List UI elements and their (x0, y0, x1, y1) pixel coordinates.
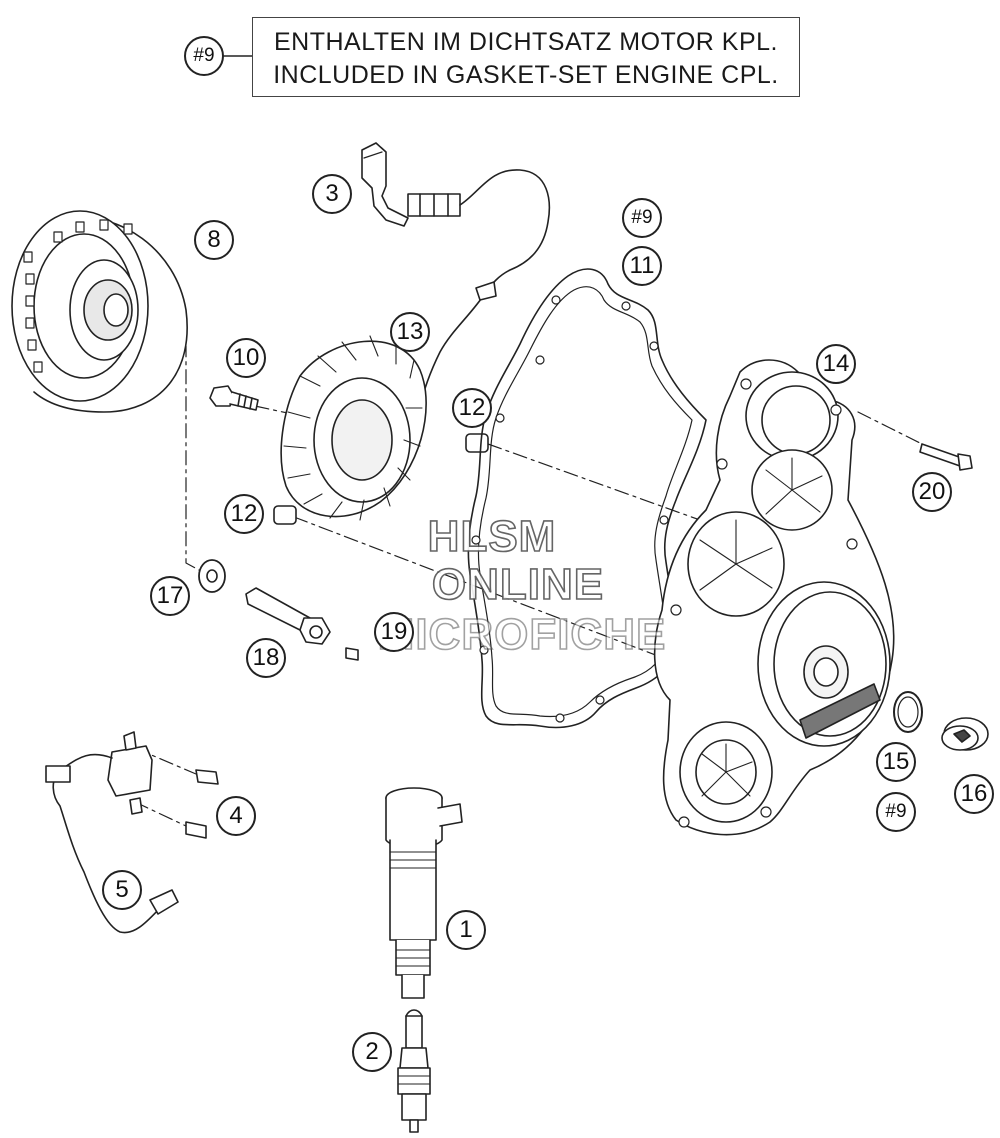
callout-1: 1 (446, 910, 486, 950)
watermark-line-3: MICROFICHE (377, 609, 667, 660)
axis-line-12-upper (487, 443, 701, 521)
callout-note-ref: #9 (184, 36, 224, 76)
cover-gasket (467, 268, 707, 729)
callout-13: 13 (390, 312, 430, 352)
stator-wire (409, 169, 551, 449)
callout-11: 11 (622, 246, 662, 286)
watermark-line-2: ONLINE (431, 559, 605, 610)
axis-line-bolt-4b (134, 801, 187, 827)
callout-9-gasket: #9 (622, 198, 662, 238)
washer (198, 559, 226, 593)
pickup-sensor (45, 731, 179, 934)
dowel-lower (273, 505, 297, 525)
callout-10: 10 (226, 338, 266, 378)
sensor-screws (185, 769, 219, 839)
callout-14: 14 (816, 344, 856, 384)
callout-12-lower: 12 (224, 494, 264, 534)
bolt-20 (919, 443, 973, 471)
callout-2: 2 (352, 1032, 392, 1072)
callout-8: 8 (194, 220, 234, 260)
callout-5: 5 (102, 870, 142, 910)
ignition-cover (653, 359, 895, 836)
stator-coil (280, 335, 427, 521)
note-line-english: INCLUDED IN GASKET-SET ENGINE CPL. (273, 61, 779, 89)
callout-9-oring: #9 (876, 792, 916, 832)
callout-15: 15 (876, 742, 916, 782)
bracket-part (361, 142, 409, 227)
o-ring (893, 691, 923, 733)
flywheel-bolt (245, 587, 331, 645)
callout-3: 3 (312, 174, 352, 214)
callout-16: 16 (954, 774, 994, 814)
ignition-coil (385, 787, 463, 999)
axis-line-12-lower (293, 516, 701, 673)
callout-17: 17 (150, 576, 190, 616)
dowel-upper (465, 433, 489, 453)
callout-20: 20 (912, 472, 952, 512)
callout-12-upper: 12 (452, 388, 492, 428)
callout-19: 19 (374, 612, 414, 652)
watermark-line-1: HLSM (427, 511, 557, 562)
axis-line-bolt-20 (857, 411, 931, 449)
grub-screw (345, 647, 359, 661)
flywheel-rotor (11, 210, 188, 413)
callout-18: 18 (246, 638, 286, 678)
spark-plug (397, 1009, 431, 1133)
callout-4: 4 (216, 796, 256, 836)
note-box: ENTHALTEN IM DICHTSATZ MOTOR KPL. INCLUD… (252, 17, 800, 97)
cover-plug (941, 717, 989, 751)
note-line-german: ENTHALTEN IM DICHTSATZ MOTOR KPL. (273, 28, 779, 56)
bolt-10 (209, 385, 259, 411)
